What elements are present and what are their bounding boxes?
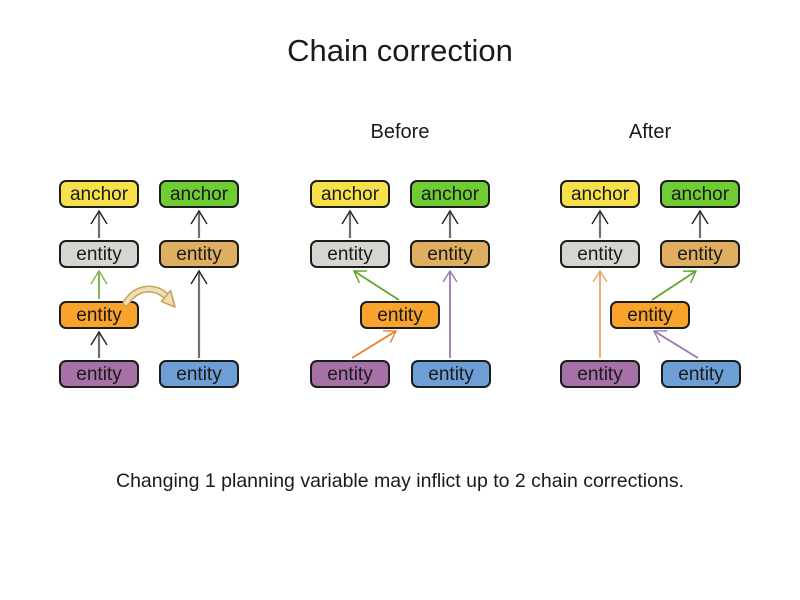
d1-entity-purple: entity [59,360,139,388]
diagram-heading-before: Before [370,121,430,143]
d2-arrows [341,209,459,359]
d3-anchor-green: anchor [660,180,740,208]
d3-entity-purple: entity [560,360,640,388]
d1-entity-gray: entity [59,240,139,268]
d3-entity-blue: entity [661,360,741,388]
caption: Changing 1 planning variable may inflict… [116,470,684,492]
d2-arrow-purple-to-orange-orange [351,330,398,359]
page-title: Chain correction [287,33,513,68]
d1-anchor-yellow: anchor [59,180,139,208]
d3-entity-tan: entity [660,240,740,268]
d1-entity-tan: entity [159,240,239,268]
d2-entity-gray: entity [310,240,390,268]
d3-arrow-orange-to-tan-green [651,270,698,301]
d1-anchor-green: anchor [159,180,239,208]
d2-entity-blue: entity [411,360,491,388]
d2-entity-purple: entity [310,360,390,388]
d3-entity-orange: entity [610,301,690,329]
d3-anchor-yellow: anchor [560,180,640,208]
d2-anchor-yellow: anchor [310,180,390,208]
d1-entity-blue: entity [159,360,239,388]
d3-arrows [591,209,709,359]
d1-entity-orange: entity [59,301,139,329]
d1-arrows [90,209,208,358]
d2-entity-orange: entity [360,301,440,329]
d2-anchor-green: anchor [410,180,490,208]
d3-entity-gray: entity [560,240,640,268]
d2-arrow-orange-to-gray-green [352,270,400,301]
diagram-heading-after: After [628,121,672,143]
d2-entity-tan: entity [410,240,490,268]
d3-arrow-blue-to-orange-purple [652,330,699,359]
